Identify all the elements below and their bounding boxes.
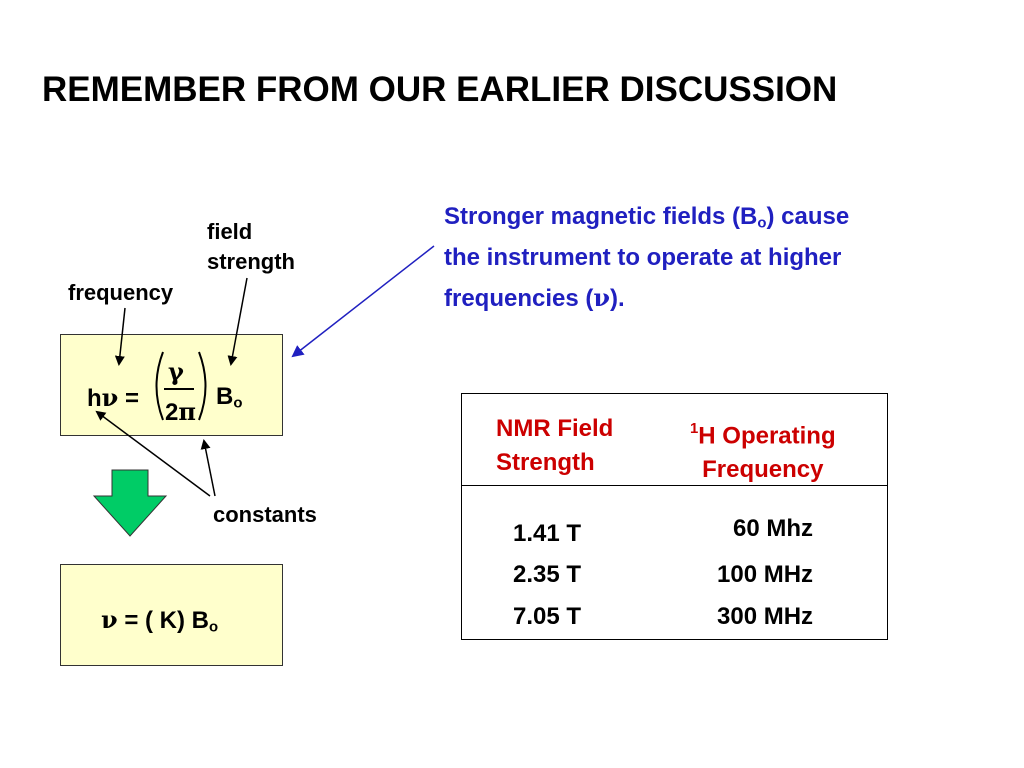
header-col1-line1: NMR Field bbox=[496, 415, 614, 442]
pi-symbol: π bbox=[178, 397, 196, 426]
table-cell-field: 7.05 T bbox=[513, 603, 582, 630]
nu-symbol-2: ν bbox=[101, 605, 118, 634]
constants-label: constants bbox=[213, 502, 317, 527]
b-zero: Bo bbox=[216, 383, 242, 412]
table-cell-frequency: 300 MHz bbox=[717, 603, 814, 630]
note-nu-symbol: ν bbox=[593, 282, 611, 312]
table-header-divider bbox=[462, 485, 887, 486]
header-col2-superscript: 1 bbox=[690, 421, 699, 437]
note-line-3: frequencies (ν). bbox=[444, 281, 849, 316]
header-col1-line2: Strength bbox=[496, 449, 595, 476]
equation-2: ν = ( K) Bo bbox=[101, 605, 218, 636]
field-strength-label: field strength bbox=[207, 217, 295, 277]
equation-box-2: ν = ( K) Bo bbox=[60, 564, 283, 666]
b-symbol: B bbox=[216, 383, 234, 410]
note-line-3b: ). bbox=[610, 284, 625, 312]
table-cell-field: 2.35 T bbox=[513, 561, 582, 588]
h-symbol: h bbox=[87, 385, 102, 412]
fraction-bar bbox=[164, 388, 194, 390]
constants-arrow-h bbox=[95, 410, 211, 497]
table-header-operating-frequency: 1H Operating Frequency bbox=[690, 412, 836, 487]
b-subscript: o bbox=[233, 395, 243, 412]
note-line-1-sub: o bbox=[757, 215, 767, 232]
header-col2-line1-text: H Operating bbox=[698, 422, 836, 450]
note-line-3a: frequencies ( bbox=[444, 284, 594, 312]
left-parenthesis bbox=[155, 351, 164, 421]
right-parenthesis bbox=[198, 351, 207, 421]
header-col2-line2: Frequency bbox=[702, 456, 824, 484]
note-line-2: the instrument to operate at higher bbox=[444, 243, 842, 271]
frequency-arrow bbox=[114, 307, 126, 366]
two-digit: 2 bbox=[165, 399, 179, 426]
equals-sign: = bbox=[118, 385, 140, 412]
field-strength-arrow bbox=[227, 277, 248, 366]
field-strength-label-line2: strength bbox=[207, 249, 295, 274]
table-cell-frequency: 100 MHz bbox=[717, 561, 814, 588]
table-cell-frequency: 60 Mhz bbox=[733, 515, 814, 542]
note-text: Stronger magnetic fields (Bo) cause the … bbox=[444, 200, 849, 316]
equation-2-subscript: o bbox=[209, 619, 219, 636]
constants-arrow-gamma bbox=[200, 439, 216, 497]
table-cell-field: 1.41 T bbox=[513, 520, 582, 547]
note-pointer-arrow bbox=[291, 245, 435, 358]
two-pi: 2π bbox=[165, 397, 196, 427]
field-strength-label-line1: field bbox=[207, 219, 253, 244]
equation-box-1: hν = γ 2π Bo bbox=[60, 334, 283, 436]
note-line-1a: Stronger magnetic fields (B bbox=[444, 203, 758, 230]
down-arrow-icon bbox=[92, 469, 168, 537]
table-header-field-strength: NMR Field Strength bbox=[496, 412, 613, 480]
header-col2-line1: 1H Operating bbox=[690, 412, 836, 453]
nu-symbol: ν bbox=[101, 383, 119, 412]
equation-2-middle: = ( K) B bbox=[117, 607, 209, 634]
nmr-frequency-table: NMR Field Strength 1H Operating Frequenc… bbox=[461, 393, 888, 640]
note-line-1b: ) cause bbox=[766, 203, 850, 230]
frequency-label: frequency bbox=[68, 280, 174, 305]
note-line-1: Stronger magnetic fields (Bo) cause bbox=[444, 200, 849, 241]
equation-lhs: hν = bbox=[87, 383, 139, 413]
gamma-symbol: γ bbox=[168, 357, 184, 386]
slide-title: REMEMBER FROM OUR EARLIER DISCUSSION bbox=[42, 70, 838, 109]
